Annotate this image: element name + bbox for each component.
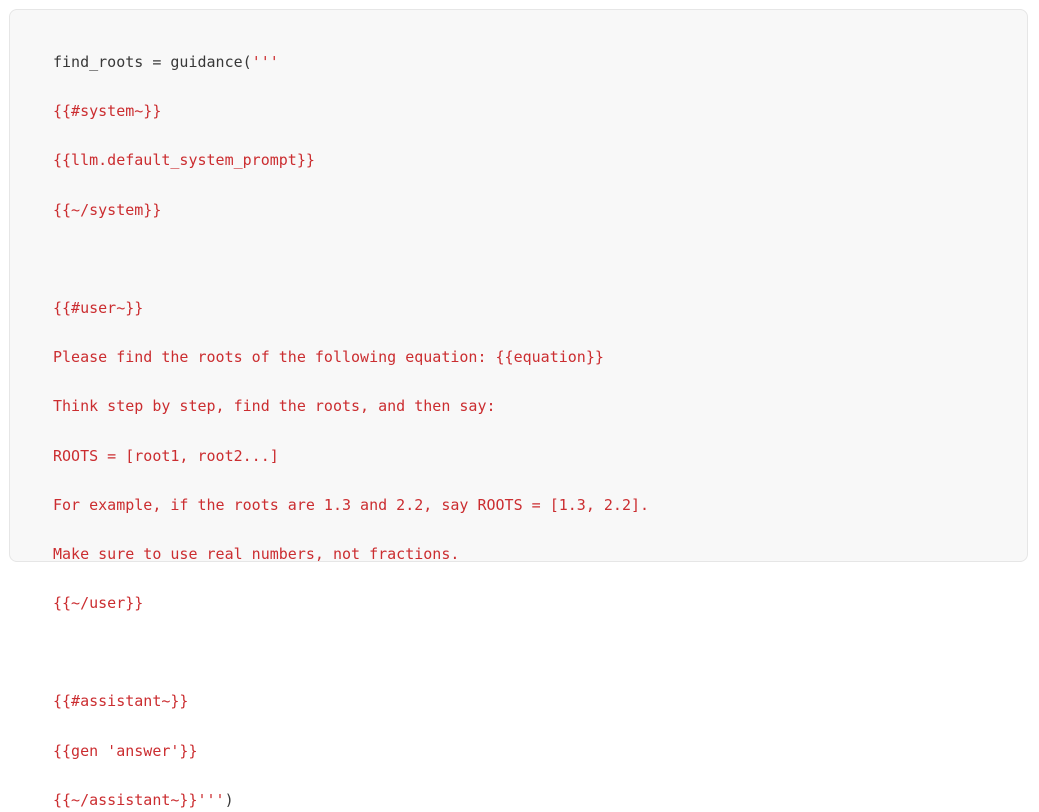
code-line: Think step by step, find the roots, and … bbox=[53, 394, 1007, 419]
code-token-string: For example, if the roots are 1.3 and 2.… bbox=[53, 495, 650, 514]
code-line: find_roots = guidance(''' bbox=[53, 50, 1007, 75]
code-line: {{~/user}} bbox=[53, 591, 1007, 616]
code-line: ​ bbox=[53, 640, 1007, 665]
code-token-string: {{~/system}} bbox=[53, 200, 162, 219]
code-line: {{#user~}} bbox=[53, 296, 1007, 321]
code-line: Make sure to use real numbers, not fract… bbox=[53, 542, 1007, 567]
code-line: {{gen 'answer'}} bbox=[53, 739, 1007, 764]
code-block[interactable]: find_roots = guidance(''' {{#system~}} {… bbox=[53, 50, 1007, 812]
code-token-string: {{#user~}} bbox=[53, 298, 144, 317]
code-line: {{#assistant~}} bbox=[53, 689, 1007, 714]
code-token-plain: ) bbox=[224, 790, 234, 809]
code-token-string: Make sure to use real numbers, not fract… bbox=[53, 544, 460, 563]
code-token-plain: find_roots = guidance( bbox=[53, 53, 252, 71]
code-line: {{llm.default_system_prompt}} bbox=[53, 148, 1007, 173]
code-token-string: {{~/user}} bbox=[53, 594, 144, 613]
code-token-string: {{gen 'answer'}} bbox=[53, 741, 198, 760]
code-line: For example, if the roots are 1.3 and 2.… bbox=[53, 493, 1007, 518]
code-token-string: ''' bbox=[251, 53, 279, 71]
code-card: find_roots = guidance(''' {{#system~}} {… bbox=[9, 9, 1028, 809]
code-line: ROOTS = [root1, root2...] bbox=[53, 444, 1007, 469]
code-token-string: ''' bbox=[197, 790, 225, 809]
code-line: {{~/assistant~}}''') bbox=[53, 788, 1007, 812]
code-token-string: ROOTS = [root1, root2...] bbox=[53, 446, 279, 465]
code-line: Please find the roots of the following e… bbox=[53, 345, 1007, 370]
code-token-string: {{llm.default_system_prompt}} bbox=[53, 151, 315, 170]
code-token-string: {{#assistant~}} bbox=[53, 692, 189, 711]
code-line: {{#system~}} bbox=[53, 99, 1007, 124]
code-line: {{~/system}} bbox=[53, 198, 1007, 223]
code-line: ​ bbox=[53, 247, 1007, 272]
code-token-string: {{~/assistant~}} bbox=[53, 790, 198, 809]
code-token-string: {{#system~}} bbox=[53, 102, 162, 121]
code-token-string: Think step by step, find the roots, and … bbox=[53, 397, 496, 416]
code-token-string: Please find the roots of the following e… bbox=[53, 348, 604, 367]
